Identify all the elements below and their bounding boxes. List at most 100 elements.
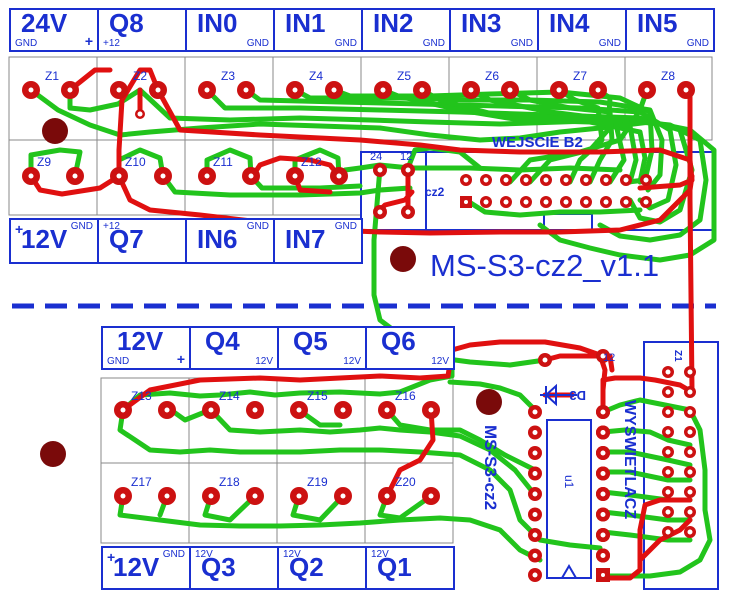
terminal-label-sub: + bbox=[107, 549, 115, 565]
relay-pad-drill bbox=[68, 88, 73, 93]
relay-pad-drill bbox=[244, 88, 249, 93]
relay-pad-drill bbox=[469, 88, 474, 93]
header-pad-drill bbox=[406, 168, 411, 173]
terminal-label-main: 24V bbox=[21, 8, 67, 39]
connector-pad-drill bbox=[584, 200, 589, 205]
ic-pad-drill bbox=[533, 451, 538, 456]
relay-pad-drill bbox=[156, 88, 161, 93]
mounting-hole bbox=[476, 389, 502, 415]
terminal-label-sub: GND bbox=[335, 38, 357, 49]
relay-pad-drill bbox=[121, 494, 126, 499]
relay-name: Z1 bbox=[45, 69, 59, 83]
terminal-label-sub: +12 bbox=[103, 221, 120, 232]
ic-pad-drill bbox=[533, 512, 538, 517]
board-title: MS-S3-cz2_v1.1 bbox=[430, 248, 659, 283]
relay-pad-drill bbox=[337, 174, 342, 179]
relay-pad-drill bbox=[297, 494, 302, 499]
terminal-label-sub: GND bbox=[335, 221, 357, 232]
relay-pad-drill bbox=[341, 408, 346, 413]
relay-pad-drill bbox=[73, 174, 78, 179]
terminal-label-main: IN6 bbox=[197, 224, 237, 255]
relay-name: Z17 bbox=[131, 475, 152, 489]
relay-pad-drill bbox=[29, 88, 34, 93]
connector-pad-drill bbox=[644, 178, 649, 183]
terminal-label-sub: +12 bbox=[103, 38, 120, 49]
terminal-label-sub: GND bbox=[107, 356, 129, 367]
terminal-label-main: IN3 bbox=[461, 8, 501, 39]
relay-pad-drill bbox=[121, 408, 126, 413]
relay-name: Z16 bbox=[395, 389, 416, 403]
relay-pad-drill bbox=[165, 408, 170, 413]
terminal-label-sub: GND bbox=[247, 221, 269, 232]
label-r12: 12 bbox=[603, 352, 615, 364]
connector-pad-drill bbox=[524, 178, 529, 183]
terminal-label-sub: GND bbox=[163, 549, 185, 560]
ic-pad-drill bbox=[601, 533, 606, 538]
connector-pad-drill bbox=[544, 178, 549, 183]
relay-pad-drill bbox=[253, 408, 258, 413]
relay-name: Z8 bbox=[661, 69, 675, 83]
terminal-label-sub: GND bbox=[423, 38, 445, 49]
display-pad-drill bbox=[688, 430, 693, 435]
terminal-label-main: 12V bbox=[113, 552, 159, 583]
terminal-label: Q7+12 bbox=[97, 218, 187, 264]
terminal-label-sub: 12V bbox=[255, 356, 273, 367]
relay-pad-drill bbox=[253, 494, 258, 499]
ic-pad-drill bbox=[533, 553, 538, 558]
ic-pad-drill bbox=[533, 573, 538, 578]
header-pad-drill bbox=[406, 210, 411, 215]
label-24: 24 bbox=[370, 151, 382, 163]
relay-pad-drill bbox=[29, 174, 34, 179]
terminal-label-sub: + bbox=[85, 33, 93, 49]
display-pad-drill bbox=[688, 370, 693, 375]
connector-pad-drill bbox=[504, 200, 509, 205]
terminal-label-sub: GND bbox=[599, 38, 621, 49]
terminal-label-main: Q6 bbox=[381, 326, 416, 357]
connector-pad-drill bbox=[604, 178, 609, 183]
connector-pad-drill bbox=[544, 200, 549, 205]
label-d3: D3 bbox=[569, 388, 586, 403]
connector-pad-drill bbox=[564, 178, 569, 183]
terminal-label-main: IN0 bbox=[197, 8, 237, 39]
header-pad-drill bbox=[378, 168, 383, 173]
terminal-label-main: Q8 bbox=[109, 8, 144, 39]
connector-pad-drill bbox=[624, 178, 629, 183]
relay-name: Z9 bbox=[37, 155, 51, 169]
display-pad-drill bbox=[666, 470, 671, 475]
ic-pad-drill bbox=[601, 451, 606, 456]
display-pad-drill bbox=[666, 390, 671, 395]
connector-label: WEJSCIE B2 bbox=[492, 134, 583, 151]
via-pad-drill bbox=[138, 112, 143, 117]
display-pad-drill bbox=[666, 490, 671, 495]
relay-name: Z19 bbox=[307, 475, 328, 489]
relay-pad-drill bbox=[165, 494, 170, 499]
terminal-label-main: IN5 bbox=[637, 8, 677, 39]
terminal-label-main: Q5 bbox=[293, 326, 328, 357]
relay-pad-drill bbox=[645, 88, 650, 93]
terminal-label-main: IN7 bbox=[285, 224, 325, 255]
terminal-label-sub: GND bbox=[15, 38, 37, 49]
label-z1: Z1 bbox=[672, 350, 683, 362]
relay-name: Z4 bbox=[309, 69, 323, 83]
label-12: 12 bbox=[400, 151, 412, 163]
relay-name: Z20 bbox=[395, 475, 416, 489]
relay-pad-drill bbox=[332, 88, 337, 93]
terminal-label-sub: + bbox=[15, 221, 23, 237]
ic-pad-drill bbox=[533, 430, 538, 435]
connector-pad-drill bbox=[604, 200, 609, 205]
display-label: WYSWIETLACZ bbox=[621, 400, 638, 519]
relay-pad-drill bbox=[508, 88, 513, 93]
terminal-label-main: 12V bbox=[117, 326, 163, 357]
display-pad-drill bbox=[666, 410, 671, 415]
ic-pad-drill bbox=[601, 430, 606, 435]
display-pad-drill bbox=[666, 370, 671, 375]
relay-name: Z14 bbox=[219, 389, 240, 403]
mounting-hole bbox=[390, 246, 416, 272]
terminal-label-sub: GND bbox=[687, 38, 709, 49]
relay-pad-drill bbox=[117, 174, 122, 179]
